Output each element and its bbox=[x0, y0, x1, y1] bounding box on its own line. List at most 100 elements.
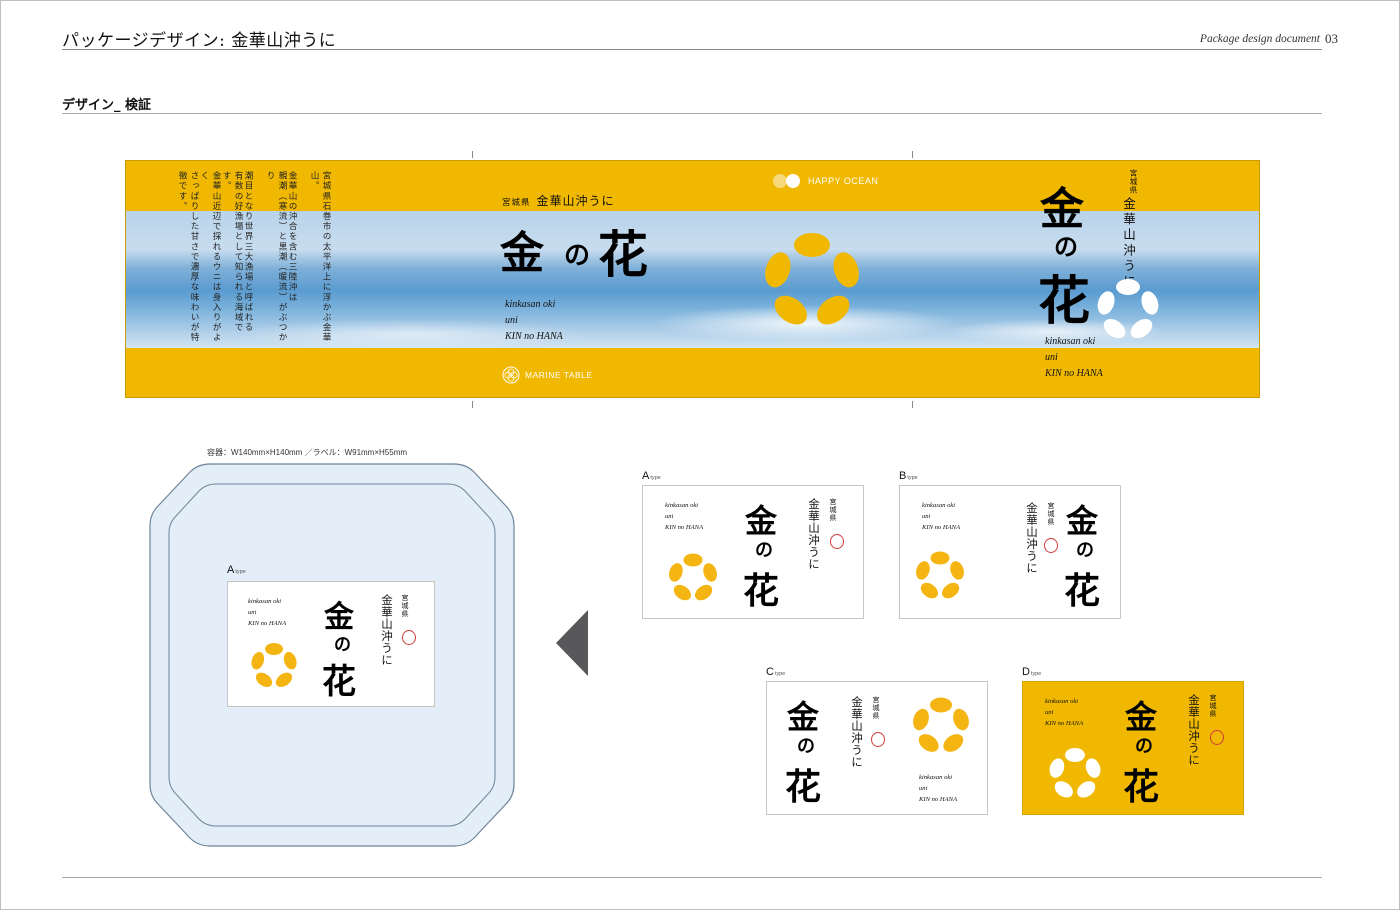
card-b: kinkasan oki uni KIN no HANA 宮城県 金華山沖うに … bbox=[899, 485, 1121, 619]
flower-mark-icon bbox=[765, 233, 859, 325]
card-d: kinkasan oki uni KIN no HANA 金 の 花 宮城県 金… bbox=[1022, 681, 1244, 815]
header-rule bbox=[62, 49, 1322, 50]
card-c-romaji-2: uni bbox=[919, 785, 928, 792]
card-d-prefecture: 宮城県 bbox=[1209, 694, 1217, 718]
container-product-name: 金華山沖うに bbox=[380, 594, 394, 666]
card-c-logo-no: の bbox=[797, 736, 815, 757]
body-text-col-2: 金華山の沖合を含む三陸沖は bbox=[287, 171, 297, 303]
card-b-label: Btype bbox=[899, 470, 918, 482]
marine-table-logo-icon bbox=[502, 366, 520, 384]
card-c-seal-icon bbox=[871, 732, 885, 747]
card-a-flower-icon bbox=[669, 553, 717, 601]
band-right-logo: 金 の 花 bbox=[1038, 173, 1118, 333]
card-d-suffix: type bbox=[1030, 671, 1042, 677]
card-d-logo-hana: 花 bbox=[1123, 766, 1160, 808]
card-b-logo-kin: 金 bbox=[1066, 502, 1099, 540]
logo-hana-glyph: 花 bbox=[598, 225, 648, 284]
container-romaji-1: kinkasan oki bbox=[248, 598, 282, 605]
card-d-letter: D bbox=[1022, 666, 1030, 678]
band-right-prefecture: 宮城県 bbox=[1129, 169, 1138, 195]
crop-mark bbox=[472, 401, 473, 408]
logo-no-glyph: の bbox=[564, 241, 591, 271]
card-b-product-name: 金華山沖うに bbox=[1025, 502, 1039, 574]
card-b-romaji: kinkasan oki uni KIN no HANA bbox=[922, 500, 960, 533]
card-b-logo-no: の bbox=[1076, 540, 1094, 561]
happy-ocean-text: HAPPY OCEAN bbox=[808, 176, 879, 186]
container-label-romaji: kinkasan oki uni KIN no HANA bbox=[248, 596, 286, 629]
card-a-romaji-1: kinkasan oki bbox=[665, 502, 699, 509]
band-right-logo-kin: 金 bbox=[1040, 184, 1084, 235]
card-c-romaji-3: KIN no HANA bbox=[919, 796, 958, 803]
romaji-line-1: kinkasan oki bbox=[505, 299, 556, 310]
card-d-logo-no: の bbox=[1135, 736, 1153, 757]
container-romaji-3: KIN no HANA bbox=[248, 620, 287, 627]
happy-ocean-logo-icon bbox=[773, 174, 800, 188]
card-b-logo-hana: 花 bbox=[1064, 570, 1101, 612]
card-a-suffix: type bbox=[650, 475, 661, 481]
band-right-logo-no: の bbox=[1054, 232, 1078, 261]
ocean-photo bbox=[126, 211, 1259, 348]
container-type-label: Atype bbox=[227, 564, 246, 576]
card-b-romaji-2: uni bbox=[922, 513, 931, 520]
footer-rule bbox=[62, 877, 1322, 878]
band-product-name: 金華山沖うに bbox=[536, 194, 615, 208]
happy-ocean-brand: HAPPY OCEAN bbox=[772, 173, 878, 189]
romaji-line-3: KIN no HANA bbox=[505, 331, 563, 342]
band-right-product-title: 金華山沖うに bbox=[1121, 197, 1136, 290]
container-prefecture: 宮城県 bbox=[401, 594, 409, 618]
container-romaji-2: uni bbox=[248, 609, 257, 616]
card-a-logo-kin: 金 bbox=[745, 502, 778, 540]
band-subtitle: 宮城県 金華山沖うに bbox=[502, 192, 615, 209]
romaji-line-2: uni bbox=[505, 315, 518, 326]
page-title: パッケージデザイン: 金華山沖うに bbox=[62, 31, 337, 51]
card-b-romaji-1: kinkasan oki bbox=[922, 502, 956, 509]
marine-table-text: MARINE TABLE bbox=[525, 370, 593, 380]
card-c-prefecture: 宮城県 bbox=[872, 696, 880, 720]
card-d-romaji: kinkasan oki uni KIN no HANA bbox=[1045, 696, 1083, 729]
card-a-romaji: kinkasan oki uni KIN no HANA bbox=[665, 500, 703, 533]
crop-mark bbox=[472, 151, 473, 158]
band-right-romaji-3: KIN no HANA bbox=[1045, 368, 1103, 379]
band-right-flower-icon bbox=[1097, 279, 1159, 339]
page-number: 03 bbox=[1325, 31, 1338, 46]
section-rule bbox=[62, 113, 1322, 114]
card-b-romaji-3: KIN no HANA bbox=[922, 524, 961, 531]
card-c: 金 の 花 宮城県 金華山沖うに kinkasan oki uni KIN no… bbox=[766, 681, 988, 815]
container-spec-note: 容器：W140mm×H140mm ／ラベル：W91mm×H55mm bbox=[207, 448, 408, 457]
band-right-logo-hana: 花 bbox=[1038, 271, 1091, 332]
band-prefecture: 宮城県 bbox=[502, 198, 531, 208]
card-c-letter: C bbox=[766, 666, 774, 678]
card-a-prefecture: 宮城県 bbox=[829, 498, 837, 522]
container-logo-no: の bbox=[334, 635, 351, 655]
card-c-suffix: type bbox=[774, 671, 786, 677]
body-text-col-4: 潮目となり世界三大漁場と呼ばれる bbox=[243, 171, 253, 333]
band-right-romaji-1: kinkasan oki bbox=[1045, 336, 1096, 347]
card-d-seal-icon bbox=[1210, 730, 1224, 745]
card-c-product-name: 金華山沖うに bbox=[850, 696, 864, 768]
card-b-seal-icon bbox=[1044, 538, 1058, 553]
kin-no-hana-logo: 金 の 花 bbox=[500, 213, 670, 284]
band-right-romaji: kinkasan oki uni KIN no HANA bbox=[1045, 334, 1103, 382]
card-a-logo-no: の bbox=[755, 540, 773, 561]
card-d-romaji-3: KIN no HANA bbox=[1045, 720, 1084, 727]
card-d-flower-icon bbox=[1049, 748, 1101, 798]
card-d-logo-kin: 金 bbox=[1125, 698, 1158, 736]
card-b-letter: B bbox=[899, 470, 907, 482]
card-a-label: Atype bbox=[642, 470, 661, 482]
crop-mark bbox=[912, 151, 913, 158]
container-type-suffix: type bbox=[235, 569, 246, 575]
body-text-col-5: 有数の好漁場として知られる海域です。 bbox=[221, 171, 243, 333]
card-d-romaji-1: kinkasan oki bbox=[1045, 698, 1079, 705]
card-c-romaji: kinkasan oki uni KIN no HANA bbox=[919, 772, 957, 805]
card-c-label: Ctype bbox=[766, 666, 785, 678]
card-c-logo-kin: 金 bbox=[787, 698, 820, 736]
card-b-flower-icon bbox=[916, 551, 964, 599]
container-type-letter: A bbox=[227, 564, 235, 576]
band-romaji: kinkasan oki uni KIN no HANA bbox=[505, 297, 563, 345]
card-d-product-name: 金華山沖うに bbox=[1187, 694, 1201, 766]
body-text-col-6: 金華山近辺で採れるウニは身入りがよく bbox=[199, 171, 221, 343]
card-a-logo-hana: 花 bbox=[743, 570, 780, 612]
body-text-col-7: さっぱりした甘さで濃厚な味わいが特徴です。 bbox=[177, 171, 199, 343]
card-c-flower-icon bbox=[913, 697, 969, 752]
marine-table-brand: MARINE TABLE bbox=[502, 366, 593, 384]
